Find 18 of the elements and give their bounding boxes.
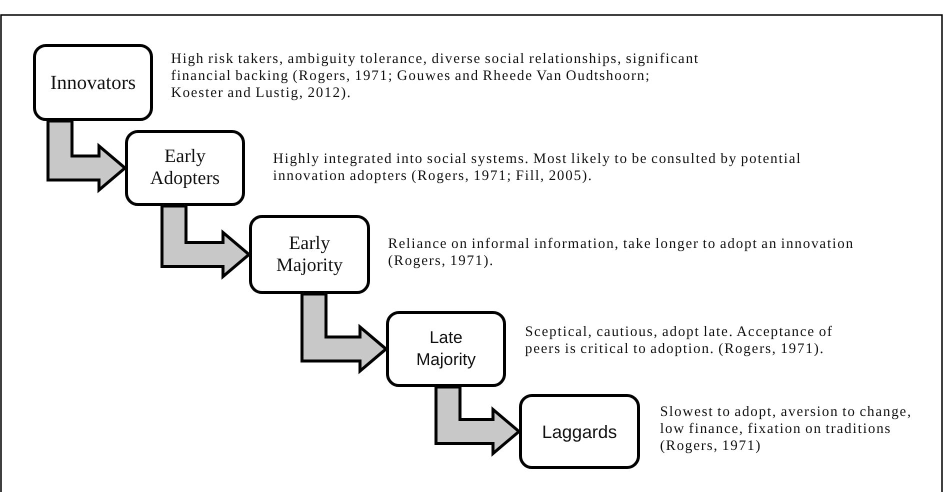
block-arrow <box>46 120 128 194</box>
block-arrow <box>300 292 388 374</box>
description-text: Highly integrated into social systems. Most likely to be consulted by potential innovation adopters (Rogers, 1971; Fill, 2005). <box>273 151 803 185</box>
stage-box <box>386 311 506 387</box>
description-text: Sceptical, cautious, adopt late. Acceptance of peers is critical to adoption. (Rogers, 1971). <box>525 324 834 358</box>
stage-box <box>249 215 370 294</box>
block-arrow <box>160 204 252 280</box>
stage-label: Laggards <box>542 420 618 442</box>
description-text: Slowest to adopt, aversion to change, low finance, fixation on traditions (Rogers, 1971) <box>660 404 913 455</box>
stage-box <box>519 394 640 469</box>
stage-label: Innovators <box>50 72 136 94</box>
stage-box <box>125 130 245 206</box>
stage-box <box>33 44 153 121</box>
description-text: High risk takers, ambiguity tolerance, diverse social relationships, significant financial backing (Rogers, 1971; Gouwes and Rheede Van Oudtshoorn; Koester and Lustig, 2012). <box>171 51 700 102</box>
stage-label: Early Majority <box>275 232 344 276</box>
stage-label: Early Adopters <box>149 146 221 190</box>
stage-label: Late Majority <box>415 327 477 371</box>
description-text: Reliance on informal information, take longer to adopt an innovation (Rogers, 1971). <box>388 236 856 270</box>
